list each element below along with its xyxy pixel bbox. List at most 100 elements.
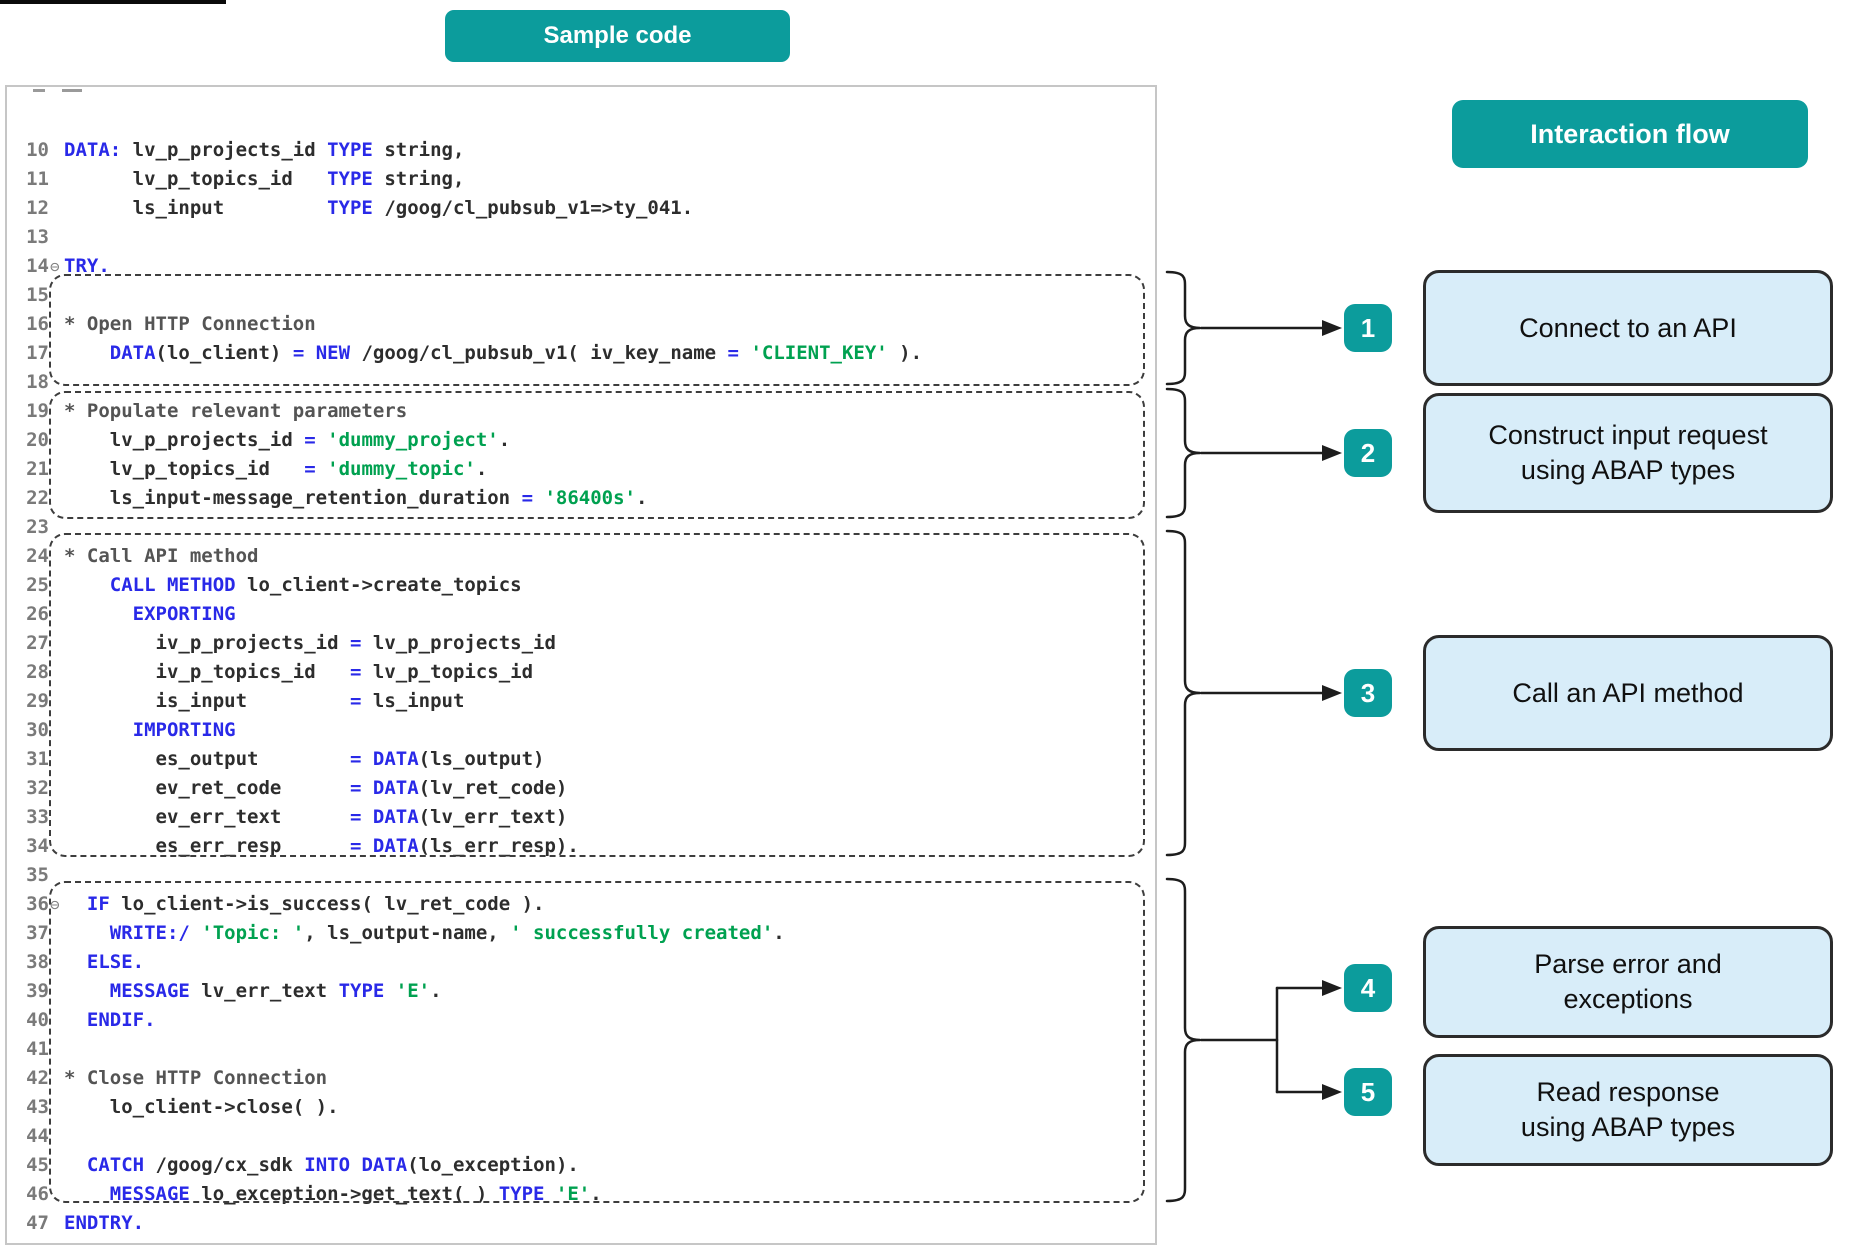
clipped-line-artifact	[62, 89, 82, 92]
line-number: 35	[26, 864, 49, 886]
code-text: ENDTRY.	[64, 1212, 145, 1234]
code-line-13: 13	[7, 223, 1155, 252]
line-number: 34	[26, 835, 49, 857]
top-left-line-artifact	[0, 0, 226, 4]
line-number: 29	[26, 690, 49, 712]
line-number: 21	[26, 458, 49, 480]
code-text: es_err_resp = DATA(ls_err_resp).	[64, 835, 579, 857]
code-text: ENDIF.	[86, 1009, 156, 1031]
code-text: * Call API method	[64, 545, 259, 567]
line-number: 22	[26, 487, 49, 509]
line-number: 13	[26, 226, 49, 248]
code-line-20: 20 lv_p_projects_id = 'dummy_project'.	[7, 426, 1155, 455]
code-text: * Populate relevant parameters	[64, 400, 408, 422]
code-line-37: 37 WRITE:/ 'Topic: ', ls_output-name, ' …	[7, 919, 1155, 948]
arrowhead-1	[1322, 320, 1342, 336]
code-section-box-connect	[49, 274, 1145, 386]
code-text: IMPORTING	[132, 719, 236, 741]
code-line-24: 24 * Call API method	[7, 542, 1155, 571]
line-number: 11	[26, 168, 49, 190]
code-text: ev_err_text = DATA(lv_err_text)	[64, 806, 568, 828]
line-number: 44	[26, 1125, 49, 1147]
code-text: iv_p_projects_id = lv_p_projects_id	[64, 632, 556, 654]
line-number: 17	[26, 342, 49, 364]
code-text: ev_ret_code = DATA(lv_ret_code)	[64, 777, 568, 799]
code-line-27: 27 iv_p_projects_id = lv_p_projects_id	[7, 629, 1155, 658]
code-line-14: 14⊖TRY.	[7, 252, 1155, 281]
code-line-31: 31 es_output = DATA(ls_output)	[7, 745, 1155, 774]
step-badge-1: 1	[1344, 304, 1392, 352]
line-number: 36	[26, 893, 49, 915]
line-number: 30	[26, 719, 49, 741]
code-line-33: 33 ev_err_text = DATA(lv_err_text)	[7, 803, 1155, 832]
code-line-45: 45 CATCH /goog/cx_sdk INTO DATA(lo_excep…	[7, 1151, 1155, 1180]
code-text: lv_p_projects_id = 'dummy_project'.	[64, 429, 511, 451]
code-text: ls_input-message_retention_duration = '8…	[64, 487, 648, 509]
line-number: 19	[26, 400, 49, 422]
line-number: 16	[26, 313, 49, 335]
code-text: * Close HTTP Connection	[64, 1067, 328, 1089]
step-badge-2: 2	[1344, 429, 1392, 477]
code-text: * Open HTTP Connection	[64, 313, 316, 335]
code-text: CATCH /goog/cx_sdk INTO DATA(lo_exceptio…	[86, 1154, 579, 1176]
code-text: MESSAGE lo_exception->get_text( ) TYPE '…	[109, 1183, 602, 1205]
code-line-29: 29 is_input = ls_input	[7, 687, 1155, 716]
step-badge-3: 3	[1344, 669, 1392, 717]
code-line-46: 46 MESSAGE lo_exception->get_text( ) TYP…	[7, 1180, 1155, 1209]
line-number: 20	[26, 429, 49, 451]
code-text: EXPORTING	[132, 603, 236, 625]
code-text: MESSAGE lv_err_text TYPE 'E'.	[109, 980, 442, 1002]
code-text: WRITE:/ 'Topic: ', ls_output-name, ' suc…	[109, 922, 785, 944]
code-text: ls_input TYPE /goog/cl_pubsub_v1=>ty_041…	[64, 197, 694, 219]
line-number: 31	[26, 748, 49, 770]
flow-box-1: Connect to an API	[1423, 270, 1833, 386]
code-text: CALL METHOD lo_client->create_topics	[109, 574, 522, 596]
brace-3	[1165, 529, 1201, 857]
brace-1	[1165, 270, 1201, 386]
brace-4	[1165, 877, 1201, 1203]
line-number: 27	[26, 632, 49, 654]
arrowhead-3	[1322, 685, 1342, 701]
step-badge-4: 4	[1344, 964, 1392, 1012]
line-number: 15	[26, 284, 49, 306]
line-number: 45	[26, 1154, 49, 1176]
code-line-18: 18	[7, 368, 1155, 397]
line-number: 39	[26, 980, 49, 1002]
line-number: 18	[26, 371, 49, 393]
code-text: iv_p_topics_id = lv_p_topics_id	[64, 661, 534, 683]
code-line-43: 43 lo_client->close( ).	[7, 1093, 1155, 1122]
line-number: 24	[26, 545, 49, 567]
line-number: 25	[26, 574, 49, 596]
flow-box-3: Call an API method	[1423, 635, 1833, 751]
code-section-box-call	[49, 533, 1145, 857]
code-text: DATA: lv_p_projects_id TYPE string,	[64, 139, 465, 161]
code-line-30: 30 IMPORTING	[7, 716, 1155, 745]
flow-box-5: Read response using ABAP types	[1423, 1054, 1833, 1166]
code-line-25: 25 CALL METHOD lo_client->create_topics	[7, 571, 1155, 600]
code-line-39: 39 MESSAGE lv_err_text TYPE 'E'.	[7, 977, 1155, 1006]
code-line-41: 41	[7, 1035, 1155, 1064]
code-line-15: 15	[7, 281, 1155, 310]
line-number: 40	[26, 1009, 49, 1031]
line-number: 28	[26, 661, 49, 683]
fold-collapse-icon[interactable]: ⊖	[50, 895, 60, 914]
code-text: DATA(lo_client) = NEW /goog/cl_pubsub_v1…	[109, 342, 923, 364]
code-line-16: 16 * Open HTTP Connection	[7, 310, 1155, 339]
line-number: 37	[26, 922, 49, 944]
code-line-23: 23	[7, 513, 1155, 542]
code-line-21: 21 lv_p_topics_id = 'dummy_topic'.	[7, 455, 1155, 484]
code-text: TRY.	[64, 255, 110, 277]
code-line-12: 12 ls_input TYPE /goog/cl_pubsub_v1=>ty_…	[7, 194, 1155, 223]
code-line-35: 35	[7, 861, 1155, 890]
line-number: 12	[26, 197, 49, 219]
code-line-34: 34 es_err_resp = DATA(ls_err_resp).	[7, 832, 1155, 861]
line-number: 41	[26, 1038, 49, 1060]
fold-collapse-icon[interactable]: ⊖	[50, 257, 60, 276]
code-text: lv_p_topics_id TYPE string,	[64, 168, 465, 190]
arrowhead-4	[1322, 980, 1342, 996]
code-text: is_input = ls_input	[64, 690, 465, 712]
